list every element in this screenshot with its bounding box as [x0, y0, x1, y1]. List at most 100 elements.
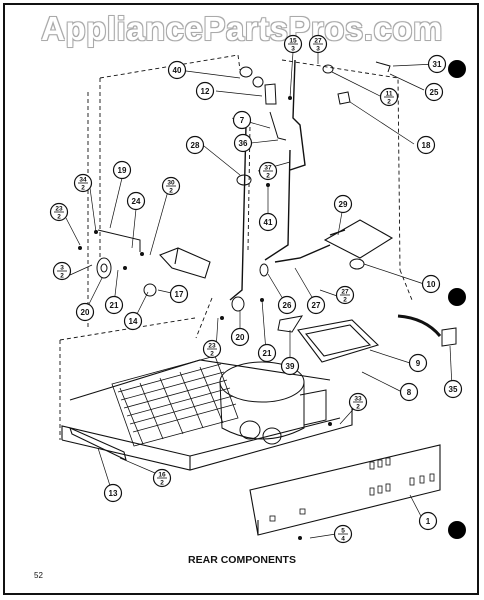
callout-circle: [75, 302, 95, 322]
callout-31: 31: [427, 54, 447, 74]
callout-circle: [424, 82, 444, 102]
callout-bottom: 2: [57, 214, 61, 221]
callout-17: 17: [169, 284, 189, 304]
drain-pan: [297, 319, 380, 363]
callout-circle: [195, 81, 215, 101]
callout-circle: [123, 311, 143, 331]
callout-34-2: 342: [73, 173, 93, 193]
callout-circle: [104, 295, 124, 315]
callout-28: 28: [185, 135, 205, 155]
callout-top: 23: [208, 343, 216, 350]
callout-bottom: 2: [387, 99, 391, 106]
watermark: AppliancePartsPros.com: [41, 10, 443, 47]
callout-circle: [112, 160, 132, 180]
fan-shroud: [159, 219, 394, 279]
callout-23-2b: 232: [202, 339, 222, 359]
callout-circle: [167, 60, 187, 80]
callout-label: 27: [312, 301, 321, 310]
callout-19: 19: [112, 160, 132, 180]
callout-circle: [169, 284, 189, 304]
callout-40: 40: [167, 60, 187, 80]
callout-label: 8: [407, 388, 412, 397]
callout-29: 29: [333, 194, 353, 214]
callout-label: 20: [236, 333, 245, 342]
callout-circle: [421, 274, 441, 294]
callout-24: 24: [126, 191, 146, 211]
callout-14: 14: [123, 311, 143, 331]
base-bracket: [69, 426, 127, 462]
callout-top: 16: [158, 472, 166, 479]
callout-5-4: 54: [333, 524, 353, 544]
callout-15-3: 153: [283, 34, 303, 54]
callout-label: 19: [118, 166, 127, 175]
callout-label: 1: [426, 517, 431, 526]
callout-30-2: 302: [161, 176, 181, 196]
callout-27-2: 272: [335, 285, 355, 305]
callout-circle: [233, 133, 253, 153]
callout-1: 1: [418, 511, 438, 531]
callout-label: 35: [449, 385, 458, 394]
callout-circle: [408, 353, 428, 373]
callout-bottom: 2: [210, 351, 214, 358]
callout-label: 14: [129, 317, 138, 326]
callout-top: 30: [167, 180, 175, 187]
callout-27-3: 273: [308, 34, 328, 54]
callout-bottom: 2: [81, 185, 85, 192]
callout-13: 13: [103, 483, 123, 503]
callout-label: 10: [427, 280, 436, 289]
callout-36: 36: [233, 133, 253, 153]
callout-circle: [418, 511, 438, 531]
rear-cover: [249, 444, 441, 536]
callout-label: 41: [264, 218, 273, 227]
callout-top: 34: [79, 177, 87, 184]
callout-top: 5: [341, 528, 345, 535]
callout-top: 3: [60, 265, 64, 272]
callout-label: 20: [81, 308, 90, 317]
callout-circle: [232, 110, 252, 130]
fasteners: [78, 96, 332, 540]
callout-label: 26: [283, 301, 292, 310]
callout-label: 7: [240, 116, 245, 125]
callout-label: 9: [416, 359, 421, 368]
callout-label: 12: [201, 87, 210, 96]
callout-bottom: 3: [291, 46, 295, 53]
callout-label: 40: [173, 66, 182, 75]
callout-bottom: 2: [356, 404, 360, 411]
callout-bottom: 2: [169, 188, 173, 195]
callout-21a: 21: [104, 295, 124, 315]
callout-26: 26: [277, 295, 297, 315]
callout-top: 27: [341, 289, 349, 296]
registration-dots: [448, 60, 466, 539]
callout-label: 29: [339, 200, 348, 209]
callout-10: 10: [421, 274, 441, 294]
callout-18: 18: [416, 135, 436, 155]
callout-label: 25: [430, 88, 439, 97]
callout-label: 39: [286, 362, 295, 371]
callout-label: 31: [433, 60, 442, 69]
callout-circle: [427, 54, 447, 74]
callout-11-2: 112: [379, 87, 399, 107]
callout-label: 18: [422, 141, 431, 150]
callout-12: 12: [195, 81, 215, 101]
callout-circle: [416, 135, 436, 155]
callout-top: 27: [314, 38, 322, 45]
callout-37-2: 372: [258, 161, 278, 181]
callout-layer: 4012153273312511218736283724119342302232…: [49, 34, 463, 544]
callout-label: 13: [109, 489, 118, 498]
callout-circle: [103, 483, 123, 503]
motor-parts: [96, 61, 457, 347]
callout-39: 39: [280, 356, 300, 376]
callout-label: 28: [191, 141, 200, 150]
callout-circle: [443, 379, 463, 399]
figure-caption: REAR COMPONENTS: [188, 554, 296, 566]
callout-8: 8: [399, 382, 419, 402]
callout-circle: [185, 135, 205, 155]
callout-7: 7: [232, 110, 252, 130]
callout-21b: 21: [257, 343, 277, 363]
callout-20a: 20: [75, 302, 95, 322]
callout-25: 25: [424, 82, 444, 102]
callout-circle: [230, 327, 250, 347]
callout-3-2: 32: [52, 261, 72, 281]
callout-circle: [258, 212, 278, 232]
